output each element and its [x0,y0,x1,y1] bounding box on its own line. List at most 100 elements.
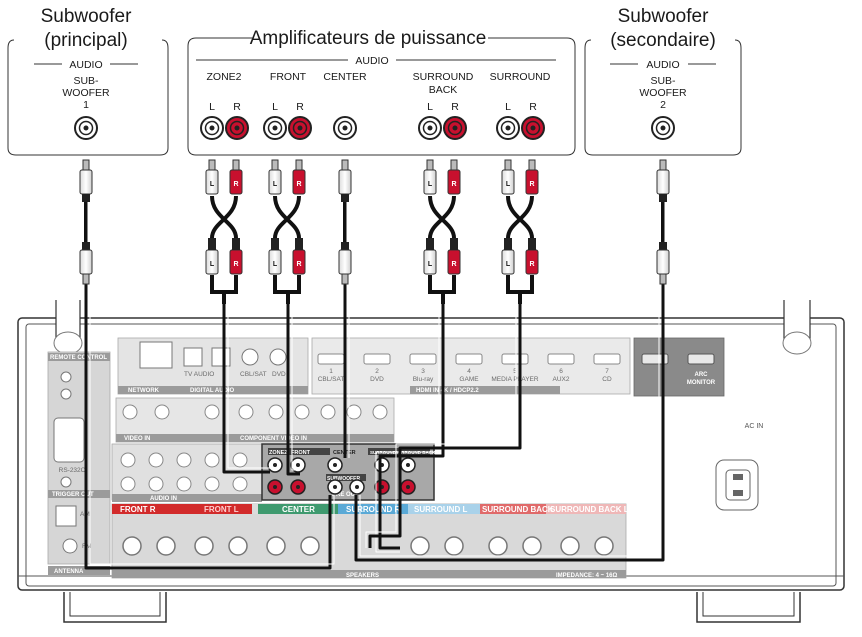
ac-in-label: AC IN [745,423,764,430]
cable-subwoofer-2-highlight [359,278,660,557]
spk-front-l-label: FRONT L [204,505,239,514]
plug-surround-top-r: R [529,181,534,188]
speakers-label: SPEAKERS [346,573,379,579]
cables [84,278,665,570]
subwoofer-second-panel: AUDIO SUB- WOOFER 2 [584,39,742,156]
hdmi-num-3: 3 [421,368,425,375]
plug-front-top-l: L [273,181,278,188]
plug-assembly-sub1 [79,159,93,285]
cable-subwoofer-1 [84,278,332,570]
plug-pair-zone2: L R L R [205,159,243,304]
hdmi-num-2: 2 [375,368,379,375]
hdmi-num-6: 6 [559,368,563,375]
amp-front-l: L [272,101,278,113]
subwoofer-second-title: Subwoofer [618,6,710,27]
plug-front-bottom-l: L [273,261,278,268]
plug-surround-bottom-l: L [506,261,511,268]
remote-control-label: REMOTE CONTROL [50,355,107,361]
plug-sb-top-l: L [428,181,433,188]
amp-jack-surround-r [521,116,545,140]
spk-surround-back-label: SURROUND BACK [482,505,554,514]
amp-center-label: CENTER [323,71,367,83]
power-amplifiers-title: Amplificateurs de puissance [250,28,487,49]
audio-in-jacks [120,452,248,492]
pre-subwoofer-label: SUBWOOFER [327,476,360,482]
cable-surround [368,302,522,548]
amp-surround-l: L [505,101,511,113]
plug-sb-bottom-r: R [451,261,456,268]
video-jacks [122,404,388,420]
plug-surround-top-l: L [506,181,511,188]
hdmi-label-1: CBL/SAT [318,376,345,383]
plug-sb-bottom-l: L [428,261,433,268]
amp-jacks [200,116,545,140]
plug-zone2-top-r: R [233,181,238,188]
amp-jack-sb-r [443,116,467,140]
plug-assembly-center [338,159,352,285]
amp-surround-r: R [529,101,537,113]
component-video-label: COMPONENT VIDEO IN [240,436,307,442]
sub1-rca-jack [74,116,98,140]
amp-jack-zone2-r [225,116,249,140]
sub1-label-line2: WOOFER [62,87,110,99]
plug-zone2-bottom-l: L [210,261,215,268]
sub2-audio-label: AUDIO [646,59,679,71]
amp-front-r: R [296,101,304,113]
amp-surround-label: SURROUND [490,71,551,83]
hdmi-num-7: 7 [605,368,609,375]
cable-front [286,302,300,476]
plug-front-top-r: R [296,181,301,188]
hdmi-label-6: AUX2 [553,376,570,383]
hdmi-label-7: CD [602,376,612,383]
amp-front-label: FRONT [270,71,307,83]
cable-zone2 [222,302,270,474]
power-amplifiers-panel: AUDIO ZONE2 FRONT CENTER SURROUND BACK S… [187,37,576,156]
video-in-label: VIDEO IN [124,436,150,442]
pre-front-label: FRONT [291,450,311,456]
amp-jack-zone2-l [200,116,224,140]
plug-assembly-sub2 [656,159,670,285]
hdmi-num-5: 5 [513,368,517,375]
hdmi-num-1: 1 [329,368,333,375]
pre-out-label: PRE OUT [332,492,359,498]
cable-surround-back [378,302,445,550]
subwoofer-main-panel: AUDIO SUB- WOOFER 1 [7,39,169,156]
plug-pair-surround: L R L R [501,159,539,304]
network-label: NETWORK [128,388,160,394]
spk-surround-back-l-label: SURROUND BACK L [550,505,629,514]
rs232c-label: RS-232C [59,467,86,474]
plug-pair-front: L R L R [268,159,306,304]
amp-jack-front-r [288,116,312,140]
hdmi-label-2: DVD [370,376,384,383]
sub1-audio-label: AUDIO [69,59,102,71]
spk-front-r-label: FRONT R [120,505,156,514]
cable-subwoofer-2 [354,278,665,562]
dvd-digital-label: DVD [272,371,286,378]
digital-audio-label: DIGITAL AUDIO [190,388,235,394]
speaker-terminals [122,536,614,556]
pre-zone2-label: ZONE2 [269,450,287,456]
plug-zone2-top-l: L [210,181,215,188]
hdmi-num-4: 4 [467,368,471,375]
audio-in-label: AUDIO IN [150,496,177,502]
sub2-rca-jack [651,116,675,140]
monitor-label: MONITOR [687,380,716,386]
sub1-label-line3: 1 [83,99,89,111]
hdmi-in-bar: HDMI IN 4K / HDCP2.2 [416,388,479,394]
cbl-sat-digital-label: CBL/SAT [240,371,267,378]
sub2-label-line3: 2 [660,99,666,111]
arc-label: ARC [695,372,709,378]
amp-jack-center [333,116,357,140]
amp-jack-front-l [263,116,287,140]
amp-surround-back-label-1: SURROUND [413,71,474,83]
cable-subwoofer-1-highlight [89,278,335,565]
amp-surround-back-label-2: BACK [429,84,458,96]
subwoofer-second-subtitle: (secondaire) [610,30,716,51]
amp-jack-sb-l [418,116,442,140]
av-receiver: REMOTE CONTROL RS-232C TRIGGER OUT AM FM… [17,300,845,623]
amp-sb-r: R [451,101,459,113]
amp-audio-label: AUDIO [355,55,388,67]
antenna-label: ANTENNA [54,569,84,575]
amp-zone2-label: ZONE2 [206,71,241,83]
amp-jack-surround-l [496,116,520,140]
